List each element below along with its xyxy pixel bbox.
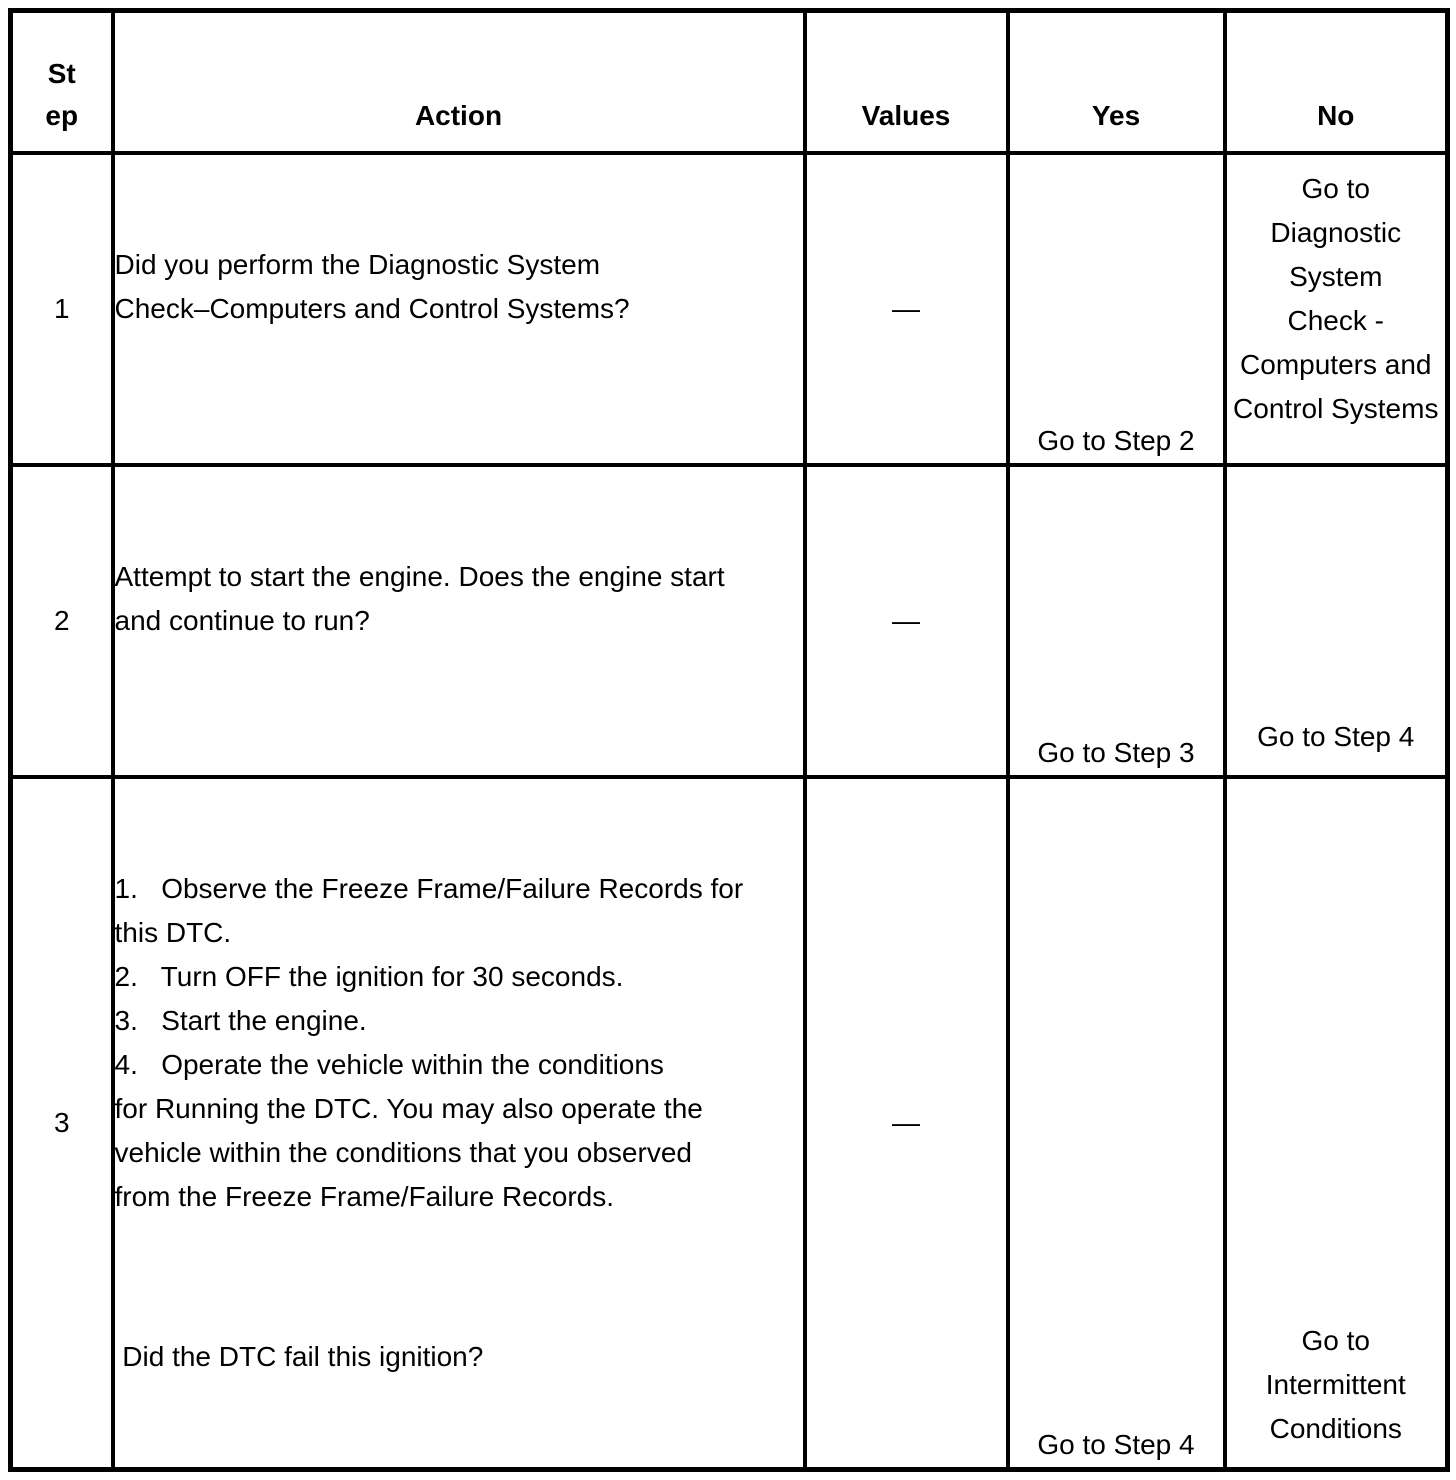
- action-cell: 1. Observe the Freeze Frame/Failure Reco…: [110, 774, 807, 1471]
- step-number: 3: [8, 774, 115, 1471]
- header-action: Action: [110, 8, 807, 155]
- no-cell: Go to Diagnostic System Check - Computer…: [1222, 150, 1450, 467]
- table-row-step-2: 2 Attempt to start the engine. Does the …: [8, 462, 1450, 779]
- values-cell: —: [802, 462, 1010, 779]
- diagnostic-steps-table: St ep Action Values Yes No 1 Did you per…: [8, 8, 1450, 1472]
- header-row: St ep Action Values Yes No: [8, 8, 1450, 155]
- table-row-step-1: 1 Did you perform the Diagnostic System …: [8, 150, 1450, 467]
- values-cell: —: [802, 150, 1010, 467]
- action-cell: Did you perform the Diagnostic System Ch…: [110, 150, 807, 467]
- action-text: 1. Observe the Freeze Frame/Failure Reco…: [114, 872, 744, 1212]
- action-text: Attempt to start the engine. Does the en…: [114, 560, 725, 636]
- values-cell: —: [802, 774, 1010, 1471]
- header-values: Values: [802, 8, 1010, 155]
- table-row-step-3: 3 1. Observe the Freeze Frame/Failure Re…: [8, 774, 1450, 1471]
- yes-cell: Go to Step 2: [1005, 150, 1227, 467]
- no-cell: Go to Step 4: [1222, 462, 1450, 779]
- yes-cell: Go to Step 4: [1005, 774, 1227, 1471]
- no-cell: Go to Intermittent Conditions: [1222, 774, 1450, 1471]
- action-question: Did the DTC fail this ignition?: [114, 1340, 484, 1372]
- yes-cell: Go to Step 3: [1005, 462, 1227, 779]
- step-number: 2: [8, 462, 115, 779]
- header-yes: Yes: [1005, 8, 1227, 155]
- header-step: St ep: [8, 8, 115, 155]
- action-text: Did you perform the Diagnostic System Ch…: [114, 248, 630, 324]
- step-number: 1: [8, 150, 115, 467]
- header-no: No: [1222, 8, 1450, 155]
- action-cell: Attempt to start the engine. Does the en…: [110, 462, 807, 779]
